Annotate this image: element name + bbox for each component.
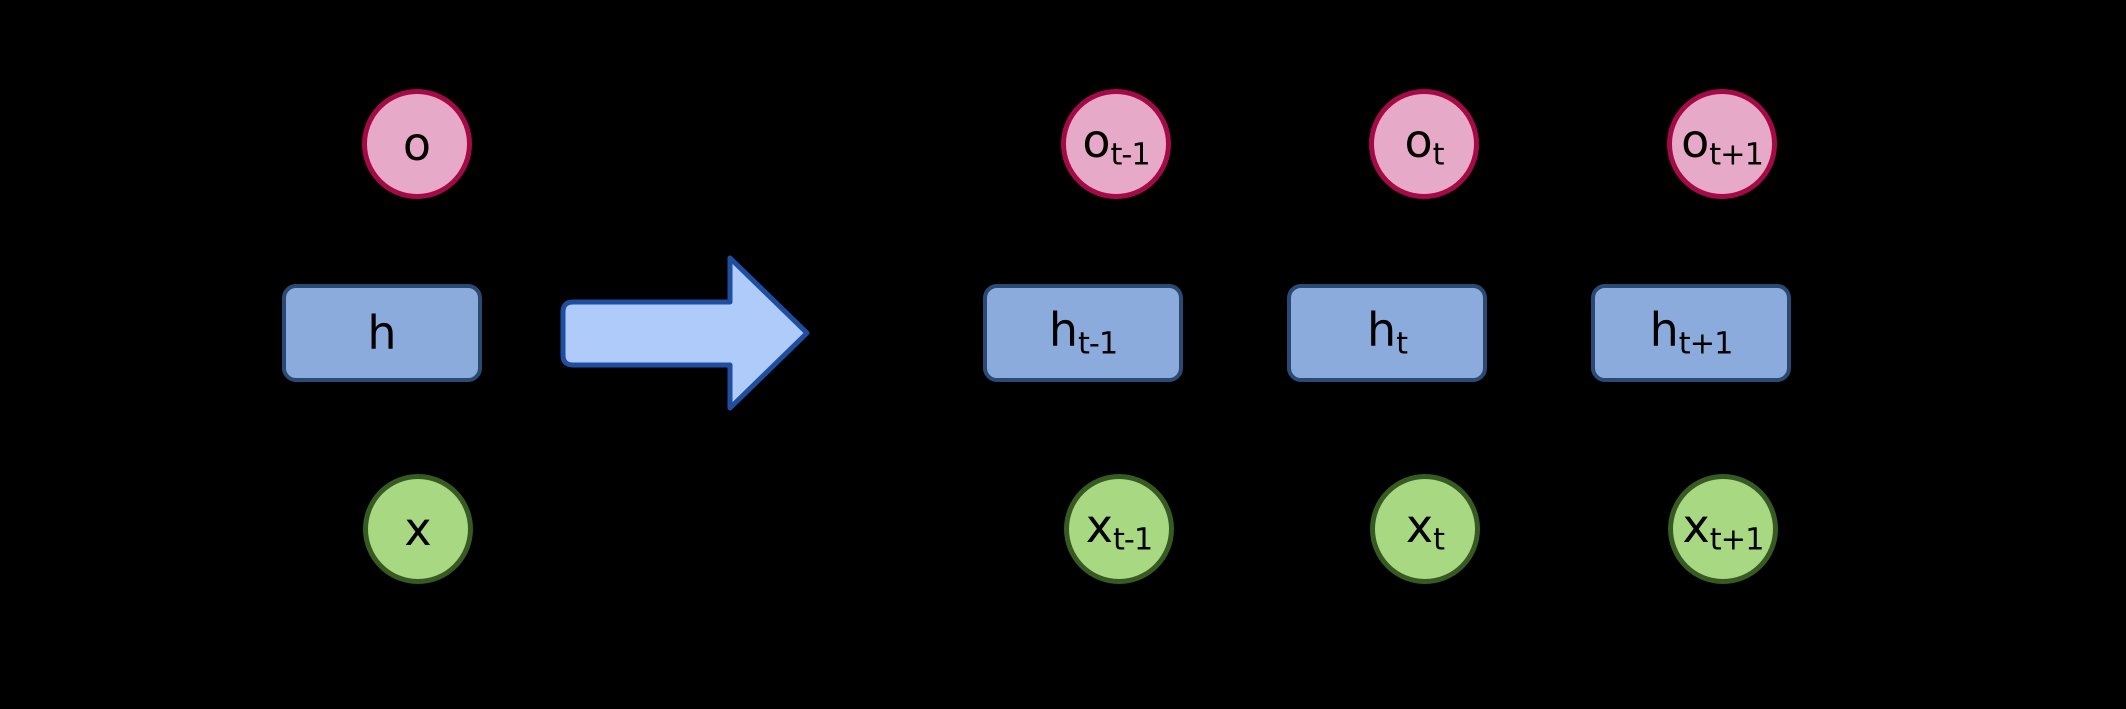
node-x-t-plus-1: xt+1 — [1668, 474, 1778, 584]
node-o-folded: o — [362, 89, 472, 199]
node-h-t-1-base: h — [1048, 302, 1078, 357]
node-o-t-plus-1-label: ot+1 — [1681, 118, 1764, 172]
node-o-t-1-sub: t-1 — [1110, 136, 1150, 172]
node-h-t-plus-1-label: ht+1 — [1650, 307, 1734, 361]
node-o-t-sub: t — [1432, 136, 1445, 172]
node-h-t-1-label: ht-1 — [1049, 307, 1118, 361]
node-x-t-1-sub: t-1 — [1113, 521, 1153, 557]
node-x-t: xt — [1370, 474, 1480, 584]
node-h-t-base: h — [1366, 302, 1397, 357]
node-o-t: ot — [1369, 89, 1479, 199]
node-h-folded: h — [282, 284, 482, 382]
node-x-folded-label: x — [404, 502, 432, 556]
node-x-t-plus-1-base: x — [1682, 498, 1710, 553]
node-h-t-plus-1: ht+1 — [1591, 284, 1791, 382]
node-o-t-1: ot-1 — [1061, 89, 1171, 199]
node-h-t-plus-1-base: h — [1649, 302, 1679, 357]
node-x-t-plus-1-label: xt+1 — [1683, 503, 1765, 557]
node-x-t-label: xt — [1406, 503, 1445, 557]
node-x-t-base: x — [1405, 498, 1434, 553]
node-o-folded-label: o — [402, 117, 432, 171]
node-o-t-base: o — [1404, 113, 1433, 168]
node-o-t-plus-1: ot+1 — [1667, 89, 1777, 199]
node-x-t-1-base: x — [1085, 498, 1114, 553]
node-o-t-plus-1-base: o — [1681, 113, 1710, 168]
node-h-t: ht — [1287, 284, 1487, 382]
node-h-t-1-sub: t-1 — [1077, 325, 1118, 361]
unfold-arrow-icon — [560, 255, 810, 411]
unfold-arrow-shape — [560, 255, 810, 411]
node-x-t-1: xt-1 — [1064, 474, 1174, 584]
node-o-t-1-base: o — [1082, 113, 1111, 168]
node-o-t-1-label: ot-1 — [1082, 118, 1150, 172]
node-h-t-sub: t — [1396, 325, 1408, 361]
node-o-t-plus-1-sub: t+1 — [1709, 136, 1764, 172]
node-h-t-plus-1-sub: t+1 — [1678, 325, 1734, 361]
node-h-folded-label: h — [367, 306, 397, 360]
node-o-t-label: ot — [1404, 118, 1445, 172]
node-x-t-sub: t — [1433, 521, 1445, 557]
node-x-folded: x — [363, 474, 473, 584]
node-h-t-label: ht — [1367, 307, 1408, 361]
node-h-t-1: ht-1 — [983, 284, 1183, 382]
node-x-t-1-label: xt-1 — [1086, 503, 1153, 557]
node-x-t-plus-1-sub: t+1 — [1709, 521, 1765, 557]
